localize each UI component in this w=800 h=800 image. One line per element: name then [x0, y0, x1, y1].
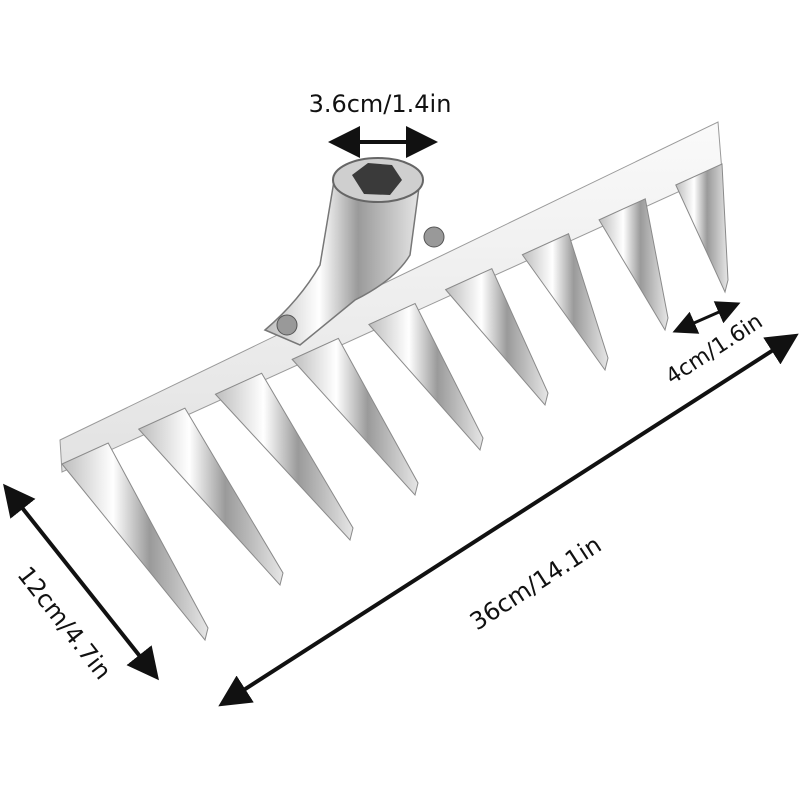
dimension-total-width: 36cm/14.1in — [218, 333, 799, 707]
bolt-icon — [276, 314, 298, 336]
tine — [444, 267, 549, 407]
tine-spacing-label: 4cm/1.6in — [662, 309, 768, 390]
total-width-label: 36cm/14.1in — [465, 531, 606, 636]
tine — [598, 198, 669, 332]
socket-width-label: 3.6cm/1.4in — [309, 90, 452, 118]
tine — [675, 163, 729, 294]
rake-head — [59, 121, 729, 642]
dimension-tine-spacing: 4cm/1.6in — [662, 301, 768, 390]
socket — [263, 157, 445, 346]
tine — [521, 233, 609, 372]
socket-hole-icon — [352, 163, 402, 195]
tine-length-label: 12cm/4.7in — [12, 561, 117, 685]
bolt-icon — [423, 226, 445, 248]
dimension-socket-width: 3.6cm/1.4in — [309, 90, 452, 158]
